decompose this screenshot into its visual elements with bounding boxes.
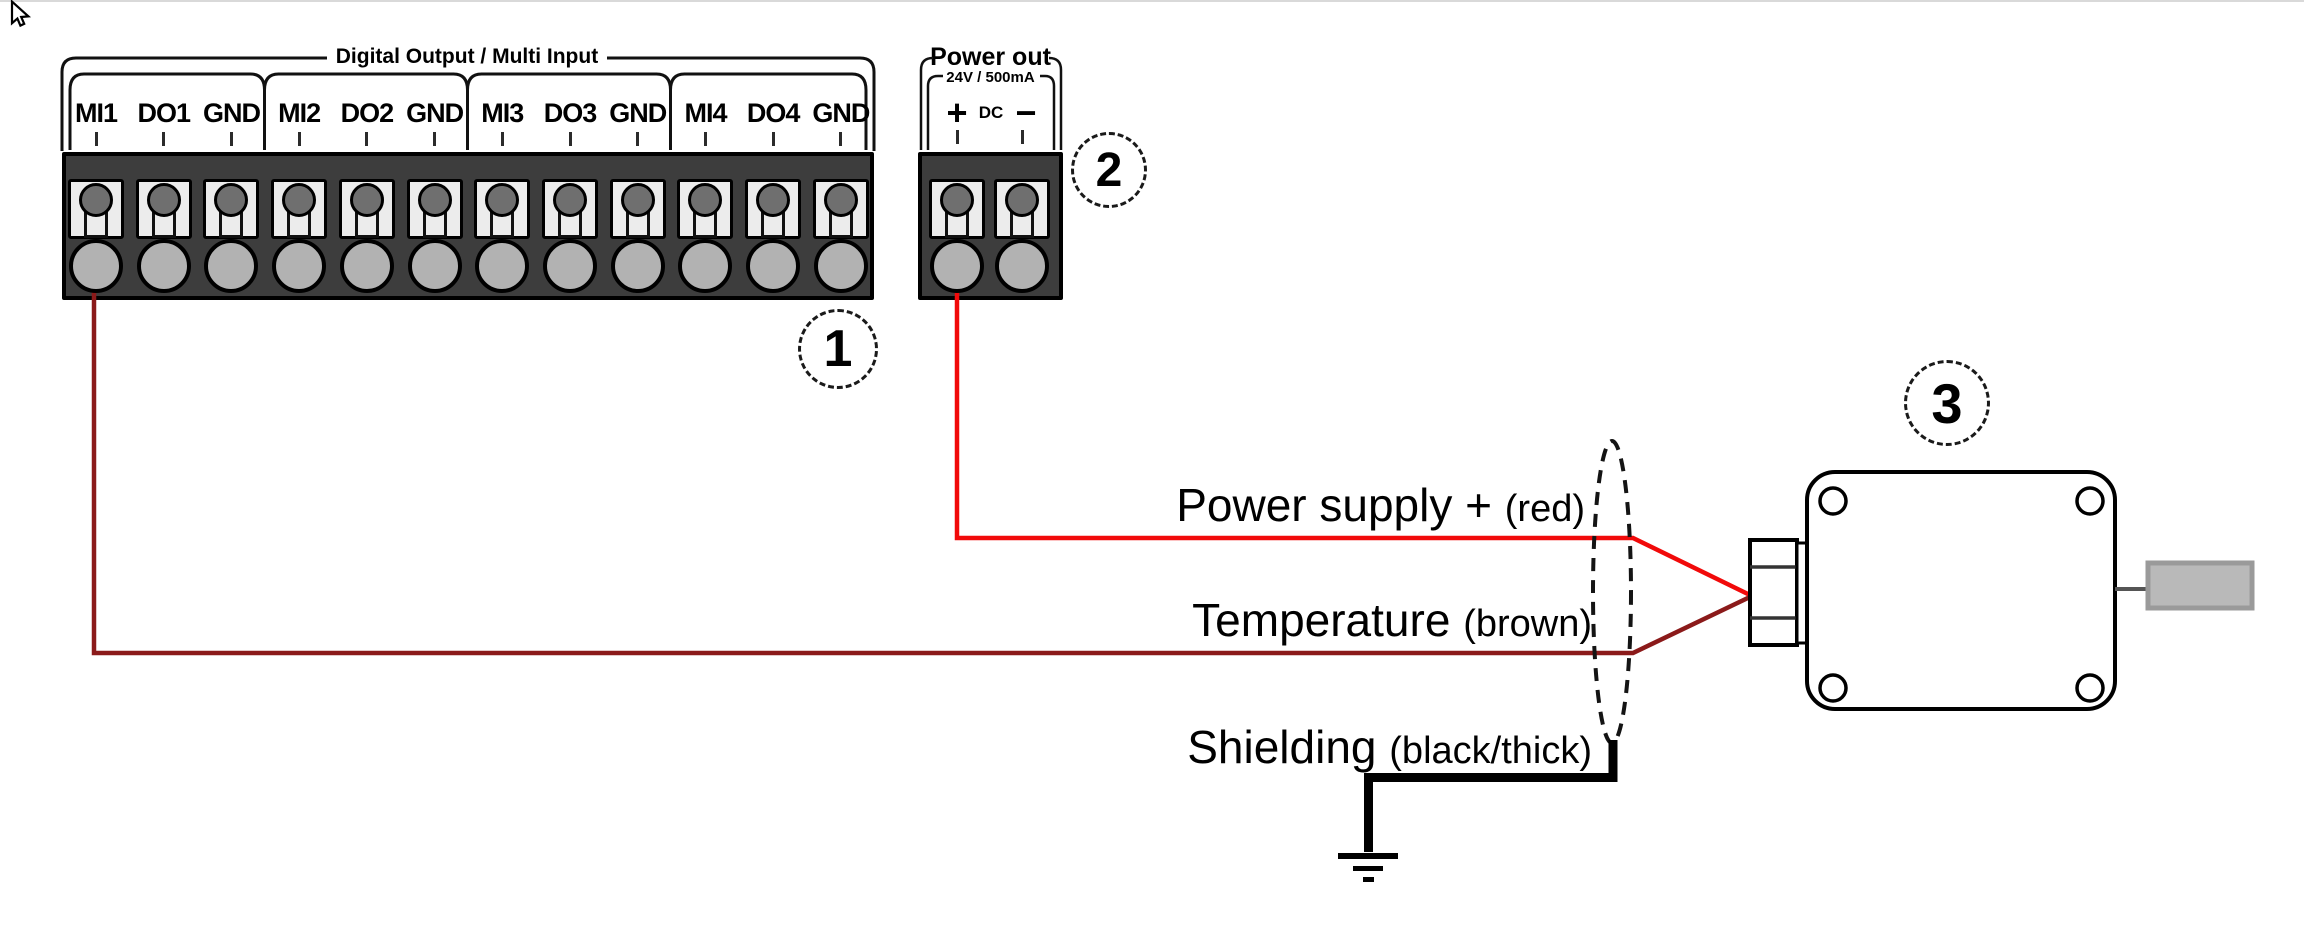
terminal-gnd-8-wire-hole bbox=[610, 239, 665, 293]
terminal-mi4-9-label: MI4 bbox=[684, 98, 727, 128]
temperature-wire-color-note: (brown) bbox=[1463, 603, 1592, 645]
terminal-gnd-5-label: GND bbox=[406, 98, 464, 128]
terminal-do1-1-wire-hole bbox=[136, 239, 191, 293]
terminal-mi3-6-screw bbox=[485, 183, 520, 217]
terminal-power-plus-tick bbox=[955, 130, 959, 144]
terminal-gnd-5-tick bbox=[433, 132, 437, 146]
sensor-screw-hole bbox=[2075, 673, 2105, 703]
callout-2-number: 2 bbox=[1095, 143, 1123, 197]
callout-1-badge: 1 bbox=[798, 309, 878, 389]
terminal-do1-1-screw bbox=[146, 183, 181, 217]
terminal-mi3-6-tick bbox=[500, 132, 504, 146]
callout-1-number: 1 bbox=[823, 320, 853, 378]
power-out-rating-label: 24V / 500mA bbox=[946, 69, 1035, 86]
power-supply-wire-label: Power supply + (red) bbox=[1176, 477, 1585, 533]
terminal-gnd-2-wire-hole bbox=[204, 239, 259, 293]
earth-ground-symbol bbox=[1338, 853, 1398, 882]
terminal-mi1-0-label: MI1 bbox=[74, 98, 118, 128]
power-minus-label: − bbox=[1015, 92, 1037, 133]
terminal-do4-10-wire-hole bbox=[746, 239, 801, 293]
terminal-mi4-9-tick bbox=[703, 132, 707, 146]
sensor-screw-hole bbox=[1818, 486, 1848, 516]
terminal-do4-10-tick bbox=[771, 132, 775, 146]
sensor-flange bbox=[1795, 541, 1809, 645]
terminal-power-plus-wire-hole bbox=[930, 239, 984, 293]
terminal-do1-1-label: DO1 bbox=[137, 98, 191, 128]
shielding-wire-color-note: (black/thick) bbox=[1389, 730, 1592, 772]
terminal-power-minus-wire-hole bbox=[995, 239, 1049, 293]
terminal-gnd-8-tick bbox=[636, 132, 640, 146]
terminal-do3-7-label: DO3 bbox=[543, 98, 598, 128]
sensor-box bbox=[1805, 470, 2117, 711]
power-supply-wire-color-note: (red) bbox=[1504, 488, 1585, 530]
power-out-block-title: Power out bbox=[930, 43, 1051, 71]
terminal-do1-1-tick bbox=[162, 132, 166, 146]
terminal-gnd-11-tick bbox=[839, 132, 843, 146]
shielding-wire-label: Shielding (black/thick) bbox=[1187, 719, 1592, 775]
sensor-screw-hole bbox=[1818, 673, 1848, 703]
top-edge-line bbox=[0, 0, 2304, 2]
sensor-screw-hole bbox=[2075, 486, 2105, 516]
terminal-do3-7-tick bbox=[568, 132, 572, 146]
sensor-gland bbox=[1748, 538, 1799, 647]
terminal-do4-10-label: DO4 bbox=[746, 98, 801, 128]
terminal-gnd-2-screw bbox=[214, 183, 249, 217]
sensor-probe bbox=[2145, 560, 2255, 611]
terminal-mi1-0-screw bbox=[79, 183, 113, 217]
terminal-gnd-11-screw bbox=[823, 183, 858, 217]
sensor-gland-lines bbox=[1750, 565, 1797, 620]
terminal-mi2-3-tick bbox=[297, 132, 301, 146]
power-supply-wire-label-text: Power supply + bbox=[1176, 479, 1492, 531]
terminal-do2-4-label: DO2 bbox=[340, 98, 395, 128]
power-supply-wire bbox=[954, 260, 1753, 599]
terminal-gnd-8-screw bbox=[620, 183, 655, 217]
terminal-power-minus-tick bbox=[1020, 130, 1024, 144]
terminal-mi3-6-wire-hole bbox=[475, 239, 530, 293]
terminal-gnd-5-screw bbox=[417, 183, 452, 217]
terminal-mi2-3-label: MI2 bbox=[278, 98, 321, 128]
callout-3-badge: 3 bbox=[1904, 360, 1990, 446]
terminal-power-minus-screw bbox=[1005, 183, 1039, 217]
shielding-wire-label-text: Shielding bbox=[1187, 721, 1377, 773]
terminal-mi2-3-wire-hole bbox=[272, 239, 327, 293]
terminal-mi2-3-screw bbox=[282, 183, 317, 217]
terminal-mi1-0-wire-hole bbox=[69, 239, 123, 293]
terminal-power-plus-screw bbox=[940, 183, 974, 217]
cable-shield-ellipse bbox=[1591, 439, 1633, 745]
terminal-mi3-6-label: MI3 bbox=[481, 98, 524, 128]
callout-2-badge: 2 bbox=[1071, 132, 1147, 208]
terminal-do3-7-wire-hole bbox=[543, 239, 598, 293]
terminal-gnd-2-tick bbox=[229, 132, 233, 146]
terminal-mi4-9-screw bbox=[688, 183, 723, 217]
callout-3-number: 3 bbox=[1931, 371, 1963, 435]
terminal-do2-4-tick bbox=[365, 132, 369, 146]
temperature-wire-label: Temperature (brown) bbox=[1192, 592, 1592, 648]
terminal-mi1-0-tick bbox=[94, 132, 98, 146]
terminal-do2-4-wire-hole bbox=[339, 239, 394, 293]
terminal-mi4-9-wire-hole bbox=[678, 239, 733, 293]
terminal-gnd-5-wire-hole bbox=[407, 239, 462, 293]
terminal-gnd-11-wire-hole bbox=[813, 239, 868, 293]
terminal-do3-7-screw bbox=[553, 183, 588, 217]
terminal-gnd-11-label: GND bbox=[812, 98, 870, 128]
terminal-gnd-8-label: GND bbox=[609, 98, 667, 128]
digital-io-block-title: Digital Output / Multi Input bbox=[335, 45, 599, 68]
terminal-do4-10-screw bbox=[756, 183, 791, 217]
mouse-cursor-icon bbox=[10, 0, 32, 28]
temperature-wire-label-text: Temperature bbox=[1192, 594, 1451, 646]
terminal-do2-4-screw bbox=[349, 183, 384, 217]
terminal-gnd-2-label: GND bbox=[202, 98, 261, 128]
